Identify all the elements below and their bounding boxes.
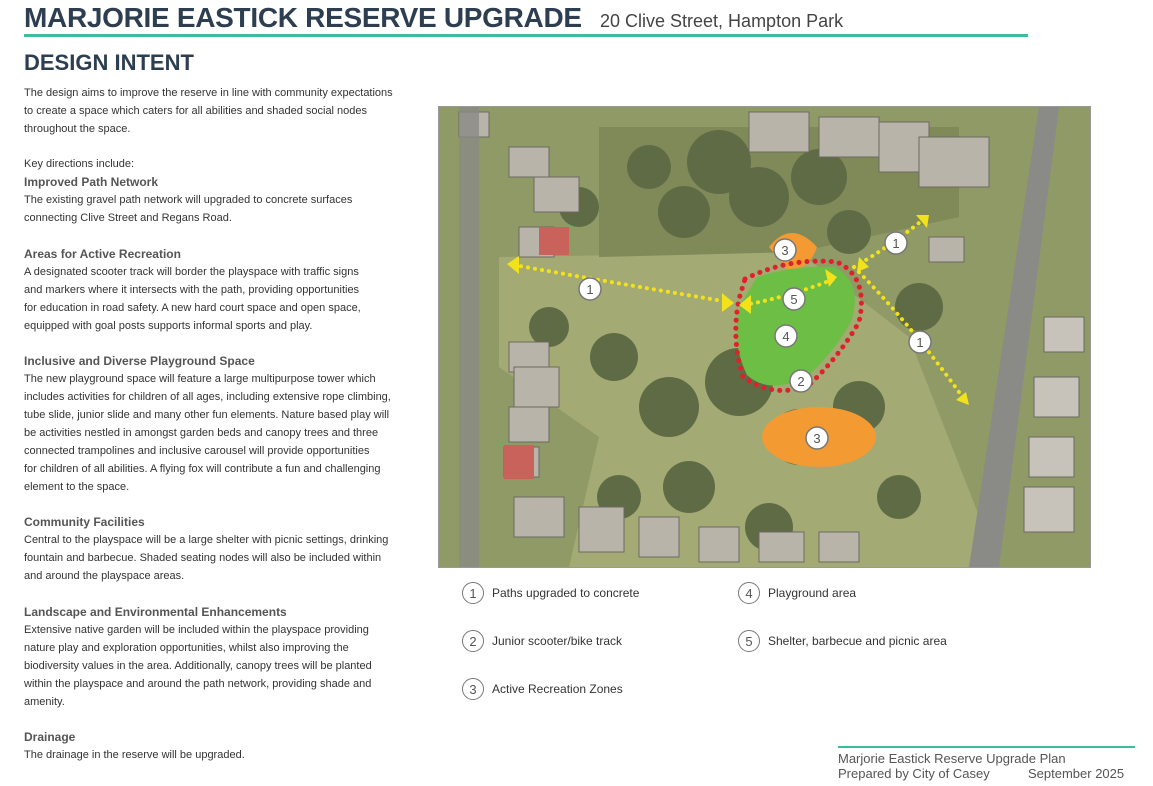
legend-number: 2	[462, 630, 484, 652]
intro-line: The design aims to improve the reserve i…	[24, 87, 393, 99]
section-line: fountain and barbecue. Shaded seating no…	[24, 552, 382, 564]
legend-item-scooter-track: 2 Junior scooter/bike track	[462, 630, 622, 652]
section-line: tube slide, junior slide and many other …	[24, 409, 390, 421]
section-landscape: Landscape and Environmental Enhancements…	[24, 603, 404, 711]
section-line: connecting Clive Street and Regans Road.	[24, 212, 232, 224]
legend-item-active-zones: 3 Active Recreation Zones	[462, 678, 623, 700]
section-active-recreation: Areas for Active Recreation A designated…	[24, 245, 404, 335]
legend-number: 3	[462, 678, 484, 700]
section-heading-landscape: Landscape and Environmental Enhancements	[24, 605, 287, 619]
section-playground: Inclusive and Diverse Playground Space T…	[24, 352, 404, 496]
page-header: MARJORIE EASTICK RESERVE UPGRADE 20 Cliv…	[24, 2, 1028, 36]
scooter-track	[733, 258, 864, 393]
footer-date: September 2025	[1028, 766, 1125, 781]
section-heading-paths: Improved Path Network	[24, 175, 159, 189]
footer-plan-name: Marjorie Eastick Reserve Upgrade Plan	[838, 751, 1066, 766]
section-line: nature play and exploration opportunitie…	[24, 642, 349, 654]
legend-label: Playground area	[768, 586, 857, 600]
legend-number: 4	[738, 582, 760, 604]
key-directions-label: Key directions include:	[24, 158, 135, 170]
road-west	[459, 107, 479, 567]
section-drainage: Drainage The drainage in the reserve wil…	[24, 728, 404, 764]
section-line: equipped with goal posts supports inform…	[24, 320, 313, 332]
legend-label: Active Recreation Zones	[492, 682, 623, 696]
footer-divider	[838, 746, 1135, 748]
svg-text:3: 3	[813, 431, 820, 446]
section-line: amenity.	[24, 696, 65, 708]
path-arrow-heads	[507, 215, 969, 405]
red-roof-house	[504, 445, 534, 479]
section-line: biodiversity values in the area. Additio…	[24, 660, 372, 672]
aerial-site-plan: 1 1 1 2 3 3 4 5	[439, 107, 1090, 567]
map-marker-path-west: 1	[578, 277, 602, 301]
intro-paragraph: The design aims to improve the reserve i…	[24, 84, 404, 138]
map-marker-path-east: 1	[908, 330, 932, 354]
legend-item-playground: 4 Playground area	[738, 582, 856, 604]
svg-text:2: 2	[797, 374, 804, 389]
section-line: within the playspace and around the path…	[24, 678, 372, 690]
road-east	[969, 107, 1059, 567]
site-plan-map: 1 1 1 2 3 3 4 5	[438, 106, 1091, 568]
section-line: be activities nestled in amongst garden …	[24, 427, 379, 439]
map-markers: 1 1 1 2 3 3 4 5	[578, 231, 932, 450]
intro-line: to create a space which caters for all a…	[24, 105, 368, 117]
section-title: DESIGN INTENT	[24, 50, 194, 75]
section-line: includes activities for children of all …	[24, 391, 391, 403]
map-marker-shelter: 5	[782, 287, 806, 311]
legend-item-shelter: 5 Shelter, barbecue and picnic area	[738, 630, 947, 652]
intro-line: throughout the space.	[24, 123, 131, 135]
houses-east	[1023, 316, 1085, 533]
map-marker-active-zone-north: 3	[773, 238, 797, 262]
svg-text:4: 4	[782, 329, 789, 344]
map-marker-playground: 4	[774, 324, 798, 348]
section-line: for children of all abilities. A flying …	[24, 463, 381, 475]
legend-number: 5	[738, 630, 760, 652]
legend-label: Junior scooter/bike track	[492, 634, 623, 648]
map-marker-scooter-track: 2	[789, 369, 813, 393]
section-line: element to the space.	[24, 481, 130, 493]
legend-label: Shelter, barbecue and picnic area	[768, 634, 947, 648]
section-line: connected trampolines and inclusive caro…	[24, 445, 370, 457]
svg-text:5: 5	[790, 292, 797, 307]
section-community-facilities: Community Facilities Central to the play…	[24, 513, 404, 585]
section-heading-community-facilities: Community Facilities	[24, 515, 145, 529]
section-heading-drainage: Drainage	[24, 730, 76, 744]
section-line: The new playground space will feature a …	[24, 373, 376, 385]
map-marker-path-north-east: 1	[884, 231, 908, 255]
map-marker-active-zone-south: 3	[805, 426, 829, 450]
section-line: for education in road safety. A new hard…	[24, 302, 361, 314]
section-line: A designated scooter track will border t…	[24, 266, 359, 278]
section-line: and around the playspace areas.	[24, 570, 185, 582]
playground-area	[736, 266, 855, 386]
header-divider	[24, 34, 1028, 37]
section-line: The drainage in the reserve will be upgr…	[24, 749, 245, 761]
section-line: The existing gravel path network will up…	[24, 194, 353, 206]
svg-text:3: 3	[781, 243, 788, 258]
section-line: Central to the playspace will be a large…	[24, 534, 389, 546]
section-line: Extensive native garden will be included…	[24, 624, 369, 636]
red-roof-house	[539, 227, 569, 255]
svg-text:1: 1	[916, 335, 923, 350]
footer-prepared-by: Prepared by City of Casey	[838, 766, 990, 781]
section-line: and markers where it intersects with the…	[24, 284, 360, 296]
legend-item-paths: 1 Paths upgraded to concrete	[462, 582, 639, 604]
houses-north-east	[748, 111, 990, 263]
legend-label: Paths upgraded to concrete	[492, 586, 640, 600]
key-directions-block: Key directions include: Improved Path Ne…	[24, 155, 404, 227]
page-title: MARJORIE EASTICK RESERVE UPGRADE	[24, 2, 582, 33]
site-address: 20 Clive Street, Hampton Park	[600, 11, 844, 31]
legend-number: 1	[462, 582, 484, 604]
svg-text:1: 1	[892, 236, 899, 251]
section-heading-playground: Inclusive and Diverse Playground Space	[24, 354, 255, 368]
svg-text:1: 1	[586, 282, 593, 297]
section-heading-active-recreation: Areas for Active Recreation	[24, 247, 181, 261]
